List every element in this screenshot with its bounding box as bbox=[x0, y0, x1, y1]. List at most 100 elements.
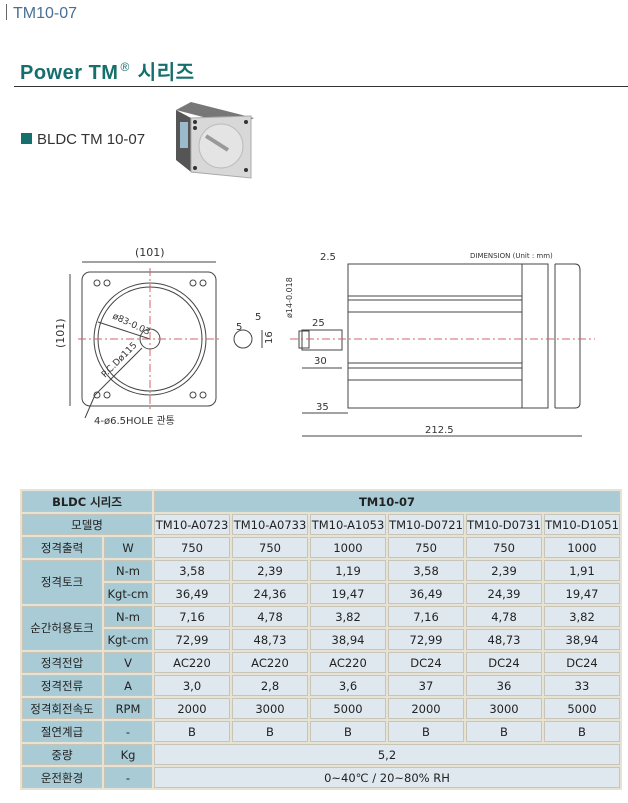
table-row: BLDC 시리즈 TM10-07 bbox=[22, 491, 620, 512]
page-title: Power TM®시리즈 bbox=[20, 56, 195, 85]
row-label: 정격출력 bbox=[22, 537, 102, 558]
model-header: 모델명 bbox=[22, 514, 152, 535]
value-cell: 750 bbox=[388, 537, 464, 558]
value-cell: 36,49 bbox=[388, 583, 464, 604]
value-cell: 2,8 bbox=[232, 675, 308, 696]
value-cell: 72,99 bbox=[154, 629, 230, 650]
product-label: BLDC TM 10-07 bbox=[37, 131, 146, 148]
pilot-dia-label: ø83-0.03 bbox=[111, 312, 152, 338]
value-cell: 2,39 bbox=[232, 560, 308, 581]
value-cell: 4,78 bbox=[466, 606, 542, 627]
value-cell: 72,99 bbox=[388, 629, 464, 650]
key-length-label: 25 bbox=[312, 318, 325, 329]
value-cell: 5000 bbox=[544, 698, 620, 719]
value-cell: 750 bbox=[232, 537, 308, 558]
model-cell: TM10-A1053 bbox=[310, 514, 386, 535]
value-cell: 7,16 bbox=[388, 606, 464, 627]
unit-cell: A bbox=[104, 675, 152, 696]
value-cell: B bbox=[232, 721, 308, 742]
value-cell: B bbox=[310, 721, 386, 742]
value-cell: 2,39 bbox=[466, 560, 542, 581]
value-cell: 37 bbox=[388, 675, 464, 696]
row-label: 정격토크 bbox=[22, 560, 102, 604]
breadcrumb-text: TM10-07 bbox=[13, 5, 78, 22]
shaft-total-label: 35 bbox=[316, 402, 329, 413]
series-value: TM10-07 bbox=[154, 491, 620, 512]
value-cell: 3000 bbox=[466, 698, 542, 719]
product-heading: BLDC TM 10-07 bbox=[21, 131, 145, 148]
motor-photo bbox=[176, 102, 254, 179]
row-label: 정격전류 bbox=[22, 675, 102, 696]
unit-cell: N-m bbox=[104, 606, 152, 627]
key-height-label: 5 bbox=[236, 322, 242, 333]
dimension-drawing: (101) (101) ø83-0.03 P.C.Dø115 4-ø6.5HOL… bbox=[54, 246, 595, 437]
value-cell: 1,91 bbox=[544, 560, 620, 581]
shaft-dia-label: ø14-0.018 bbox=[285, 277, 294, 318]
series-header: BLDC 시리즈 bbox=[22, 491, 152, 512]
unit-cell: - bbox=[104, 721, 152, 742]
value-cell: 5000 bbox=[310, 698, 386, 719]
value-cell: 3,82 bbox=[310, 606, 386, 627]
value-cell: 750 bbox=[154, 537, 230, 558]
value-cell: 750 bbox=[466, 537, 542, 558]
value-cell: 3,6 bbox=[310, 675, 386, 696]
value-cell: DC24 bbox=[388, 652, 464, 673]
model-cell: TM10-D1051 bbox=[544, 514, 620, 535]
value-cell: 1,19 bbox=[310, 560, 386, 581]
value-cell: B bbox=[466, 721, 542, 742]
value-cell: AC220 bbox=[310, 652, 386, 673]
value-cell: 38,94 bbox=[310, 629, 386, 650]
total-length-label: 212.5 bbox=[425, 425, 454, 436]
value-cell: 3,58 bbox=[154, 560, 230, 581]
front-height-label: (101) bbox=[54, 318, 67, 348]
key-depth-label: 16 bbox=[264, 331, 275, 344]
value-cell: 2000 bbox=[154, 698, 230, 719]
breadcrumb: TM10-07 bbox=[6, 4, 77, 23]
model-cell: TM10-A0723 bbox=[154, 514, 230, 535]
value-cell: 0~40℃ / 20~80% RH bbox=[154, 767, 620, 788]
unit-cell: W bbox=[104, 537, 152, 558]
model-cell: TM10-D0731 bbox=[466, 514, 542, 535]
holes-label: 4-ø6.5HOLE 관통 bbox=[94, 415, 175, 427]
unit-cell: V bbox=[104, 652, 152, 673]
unit-cell: Kgt-cm bbox=[104, 583, 152, 604]
value-cell: 36 bbox=[466, 675, 542, 696]
row-label: 정격회전속도 bbox=[22, 698, 102, 719]
table-row: 운전환경-0~40℃ / 20~80% RH bbox=[22, 767, 620, 788]
bullet-square-icon bbox=[21, 133, 32, 144]
front-width-label: (101) bbox=[135, 246, 165, 259]
value-cell: 24,39 bbox=[466, 583, 542, 604]
row-label: 정격전압 bbox=[22, 652, 102, 673]
value-cell: 36,49 bbox=[154, 583, 230, 604]
shaft-length-label: 30 bbox=[314, 356, 327, 367]
unit-cell: - bbox=[104, 767, 152, 788]
value-cell: 3000 bbox=[232, 698, 308, 719]
model-cell: TM10-A0733 bbox=[232, 514, 308, 535]
value-cell: DC24 bbox=[466, 652, 542, 673]
value-cell: 33 bbox=[544, 675, 620, 696]
value-cell: B bbox=[154, 721, 230, 742]
spec-table: BLDC 시리즈 TM10-07 모델명 TM10-A0723 TM10-A07… bbox=[20, 489, 622, 790]
value-cell: 19,47 bbox=[544, 583, 620, 604]
value-cell: 5,2 bbox=[154, 744, 620, 765]
unit-cell: Kgt-cm bbox=[104, 629, 152, 650]
value-cell: B bbox=[544, 721, 620, 742]
title-divider bbox=[14, 86, 628, 87]
key-width-label: 5 bbox=[255, 312, 261, 323]
value-cell: 2000 bbox=[388, 698, 464, 719]
series-label: 시리즈 bbox=[137, 62, 195, 84]
value-cell: DC24 bbox=[544, 652, 620, 673]
value-cell: AC220 bbox=[232, 652, 308, 673]
value-cell: 38,94 bbox=[544, 629, 620, 650]
flange-label: 2.5 bbox=[320, 252, 336, 263]
pcd-label: P.C.Dø115 bbox=[100, 341, 139, 380]
value-cell: 1000 bbox=[544, 537, 620, 558]
